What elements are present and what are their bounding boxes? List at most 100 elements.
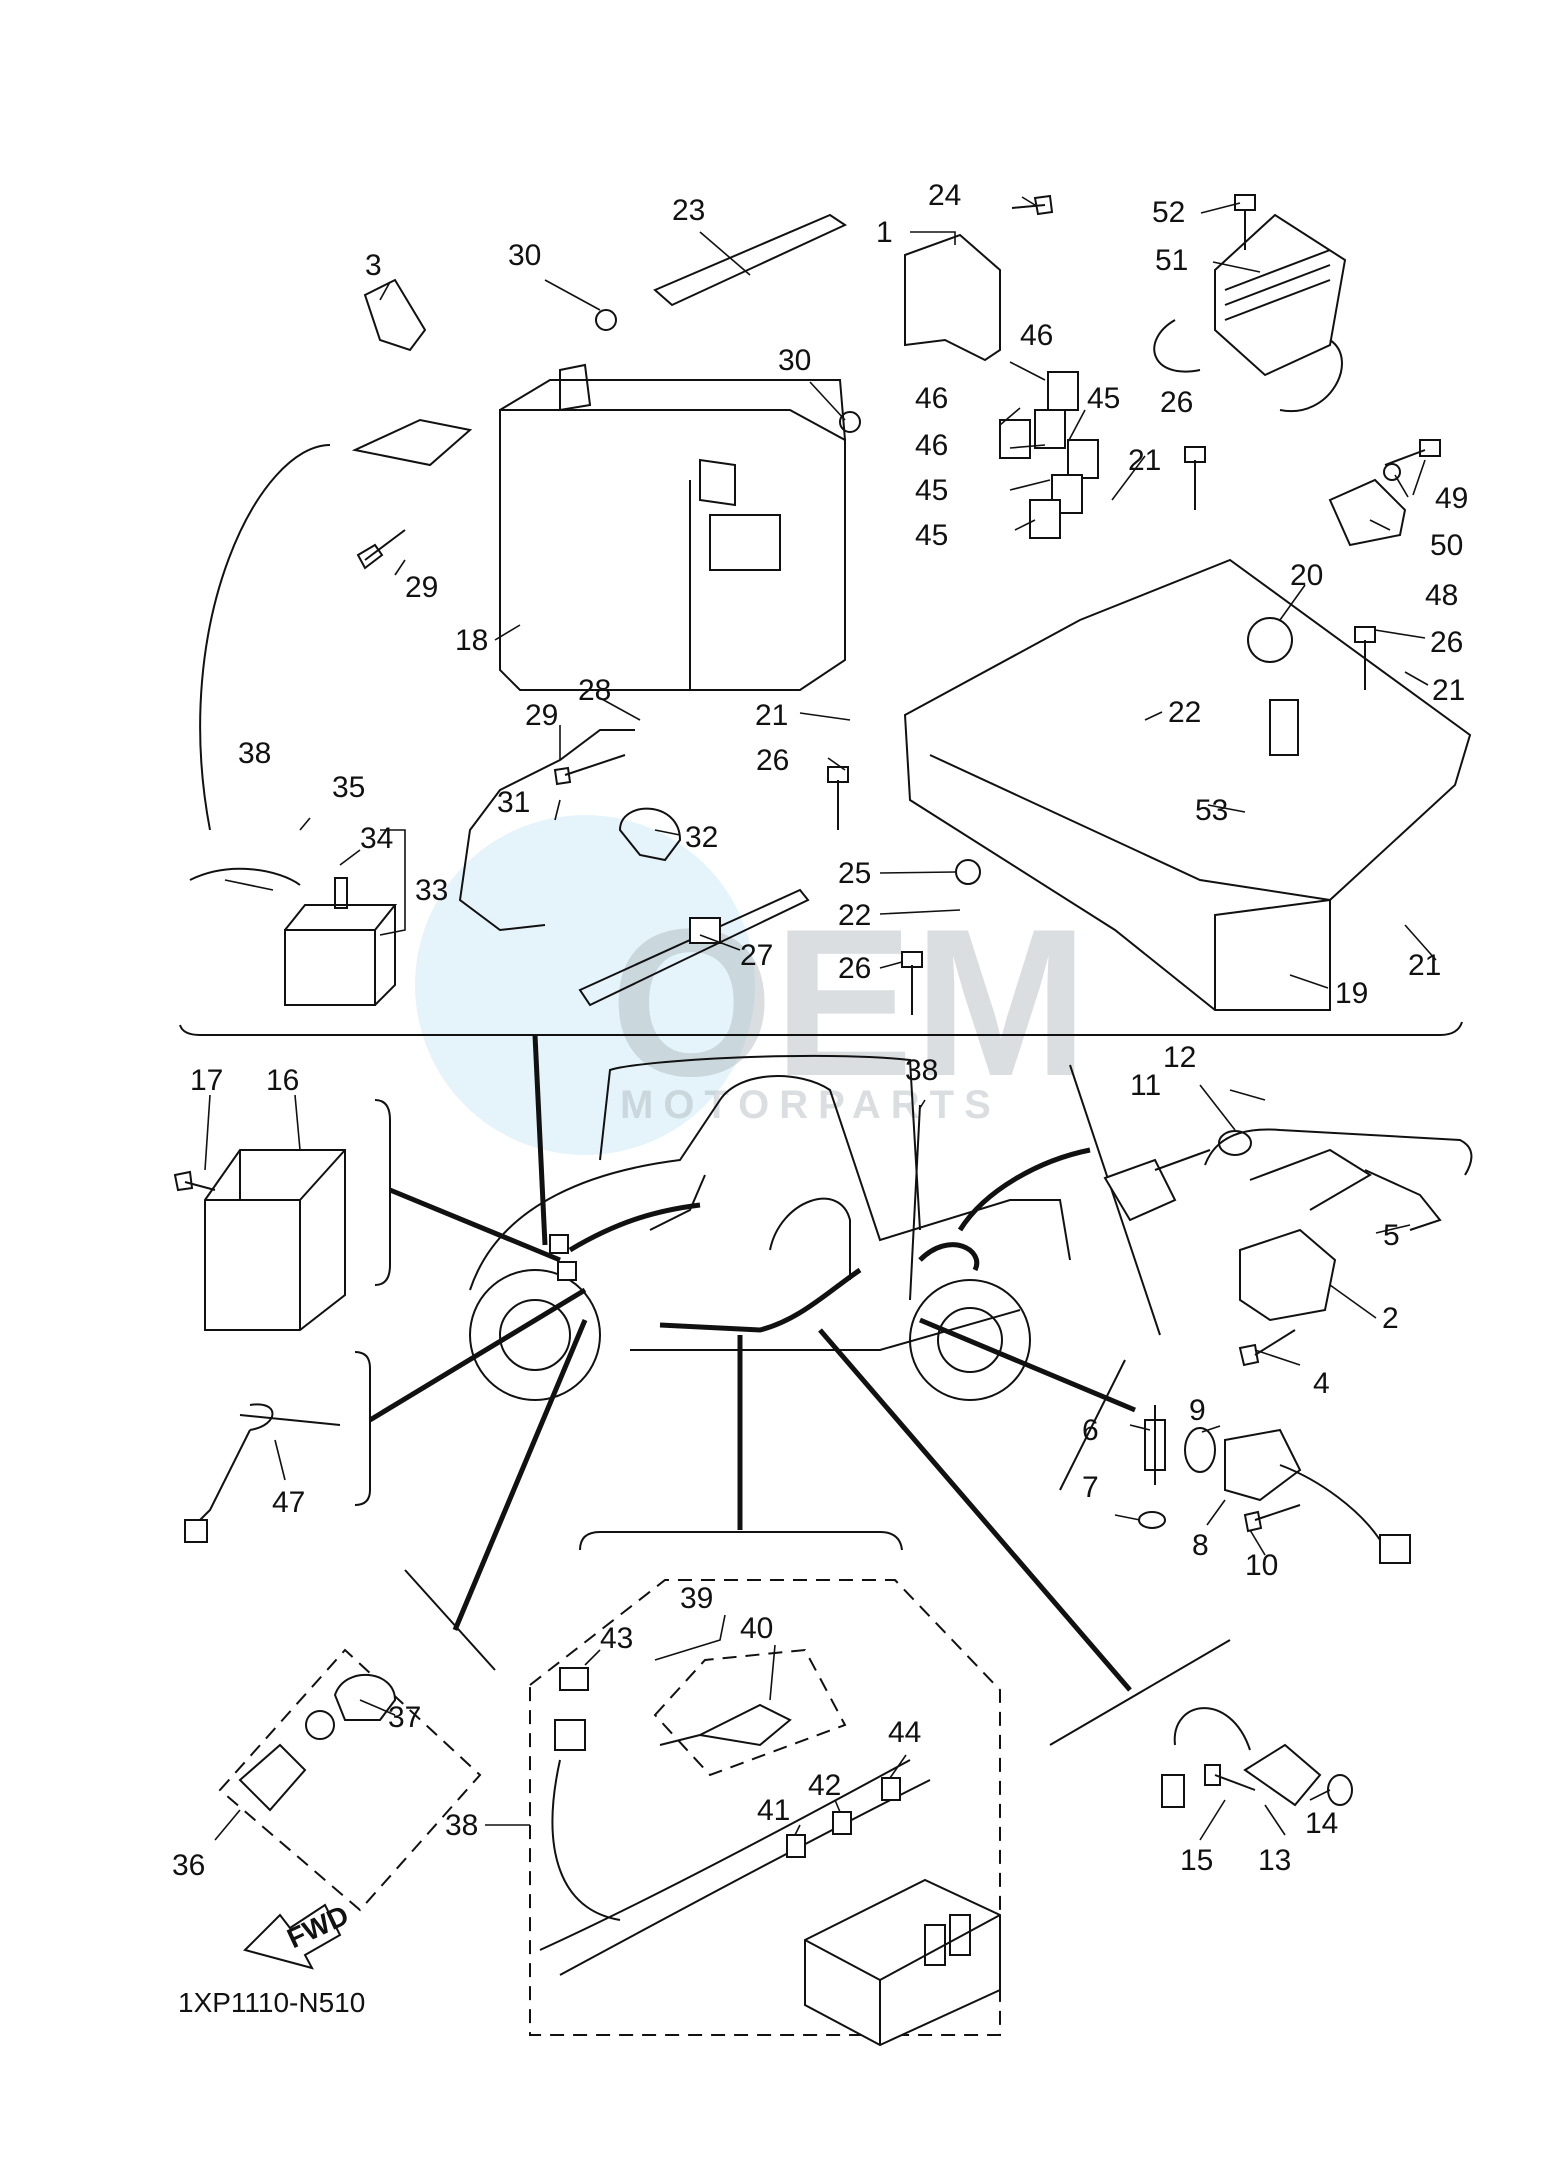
callout-leaders (204, 196, 1437, 1841)
gear-switch-box (218, 1648, 482, 1912)
gear-switch (238, 1743, 307, 1812)
o-ring-icon (1184, 1427, 1216, 1473)
callout-51: 51 (1155, 244, 1188, 277)
position-sensor-lead (1279, 1464, 1381, 1541)
speed-sensor-lead (1173, 1707, 1251, 1751)
speed-sensor (1243, 1743, 1322, 1807)
grommet-icon (955, 859, 981, 885)
callout-19: 19 (1335, 977, 1368, 1010)
callout-35: 35 (332, 771, 365, 804)
fuse-box (804, 1878, 1001, 2047)
callout-41: 41 (757, 1794, 790, 1827)
callout-21a: 21 (1128, 444, 1161, 477)
gasket-icon (1138, 1511, 1166, 1529)
coolant-sensor-tip (1154, 1149, 1211, 1171)
watermark: OEM MOTORPARTS (415, 815, 1088, 1155)
callout-34: 34 (360, 822, 393, 855)
callout-37: 37 (388, 1701, 421, 1734)
fuse-box-cover (904, 233, 1001, 362)
callout-2: 2 (1382, 1302, 1399, 1335)
callout-53: 53 (1195, 794, 1228, 827)
wire-clamp (618, 807, 682, 862)
o-ring-icon (1327, 1774, 1353, 1806)
callout-26a: 26 (1160, 386, 1193, 419)
callout-22b: 22 (838, 899, 871, 932)
tilt-sensor (1328, 478, 1407, 547)
callout-15: 15 (1180, 1844, 1213, 1877)
speed-sensor-connector (1161, 1774, 1185, 1808)
battery-tray (903, 558, 1472, 1011)
leader-gear (452, 1319, 588, 1631)
callout-45a: 45 (1087, 382, 1120, 415)
position-sensor (1224, 1428, 1302, 1502)
callout-36: 36 (172, 1849, 205, 1882)
leader-sensor47 (368, 1287, 587, 1423)
callout-45b: 45 (915, 474, 948, 507)
callout-20: 20 (1290, 559, 1323, 592)
battery (499, 363, 846, 691)
battery-minus-lead (189, 867, 301, 886)
callout-12: 12 (1163, 1041, 1196, 1074)
callout-29b: 29 (525, 699, 558, 732)
bracket-cdi (374, 1099, 391, 1286)
callout-5: 5 (1383, 1219, 1400, 1252)
callout-43: 43 (600, 1622, 633, 1655)
callout-50: 50 (1430, 529, 1463, 562)
leader-cdi (389, 1187, 561, 1263)
bolt-icon (173, 1170, 216, 1192)
bracket-sensor47 (354, 1351, 371, 1506)
callout-8: 8 (1192, 1529, 1209, 1562)
callout-24: 24 (928, 179, 961, 212)
watermark-globe (415, 815, 755, 1155)
bolt-icon (1354, 626, 1376, 690)
washer-icon (1383, 463, 1401, 481)
leader-ecu-to-vehicle (532, 1034, 548, 1246)
utv-vehicle (469, 1054, 1071, 1401)
leader-speed (818, 1328, 1132, 1692)
callout-4: 4 (1313, 1367, 1330, 1400)
ecu-unit (1153, 213, 1347, 413)
bolt-icon (1384, 439, 1441, 466)
bolt-icon (827, 766, 849, 830)
nut-icon (305, 1710, 335, 1740)
callout-14: 14 (1305, 1807, 1338, 1840)
bolt-icon (356, 529, 406, 570)
callout-6: 6 (1082, 1414, 1099, 1447)
bracket-speed (1049, 1639, 1231, 1746)
callout-26d: 26 (838, 952, 871, 985)
fuse-lead-40 (659, 1703, 792, 1747)
fuse-holder-38 (554, 1719, 586, 1751)
callout-46c: 46 (915, 429, 948, 462)
callout-48: 48 (1425, 579, 1458, 612)
callout-16: 16 (266, 1064, 299, 1097)
fuse-holder-43 (559, 1667, 589, 1691)
callout-26c: 26 (756, 744, 789, 777)
position-sensor-connector (1379, 1534, 1411, 1564)
spark-plug-cap (1364, 1169, 1442, 1231)
fwd-arrow: FWD (243, 1899, 353, 1970)
callout-52: 52 (1152, 196, 1185, 229)
fuse-icon (832, 1811, 852, 1835)
callout-28: 28 (578, 674, 611, 707)
callout-21b: 21 (755, 699, 788, 732)
section-bracket-top (179, 1021, 1463, 1036)
gear-switch-cap (333, 1673, 397, 1721)
callout-39: 39 (680, 1582, 713, 1615)
watermark-tagline: MOTORPARTS (620, 1083, 1001, 1127)
callout-30a: 30 (508, 239, 541, 272)
bolt-icon (1243, 1504, 1301, 1533)
cable-tie-head (689, 917, 721, 944)
bolt-icon (1204, 1764, 1256, 1791)
bracket-gear (404, 1569, 496, 1671)
callout-29a: 29 (405, 571, 438, 604)
callout-18: 18 (455, 624, 488, 657)
callout-26b: 26 (1430, 626, 1463, 659)
callout-45c: 45 (915, 519, 948, 552)
bolt-icon (1011, 194, 1054, 216)
callout-labels: 1 2 3 4 5 6 7 8 9 10 11 12 13 14 15 16 1… (172, 179, 1468, 1882)
callout-21d: 21 (1408, 949, 1441, 982)
callout-25: 25 (838, 857, 871, 890)
callout-46a: 46 (1020, 319, 1053, 352)
callout-10: 10 (1245, 1549, 1278, 1582)
